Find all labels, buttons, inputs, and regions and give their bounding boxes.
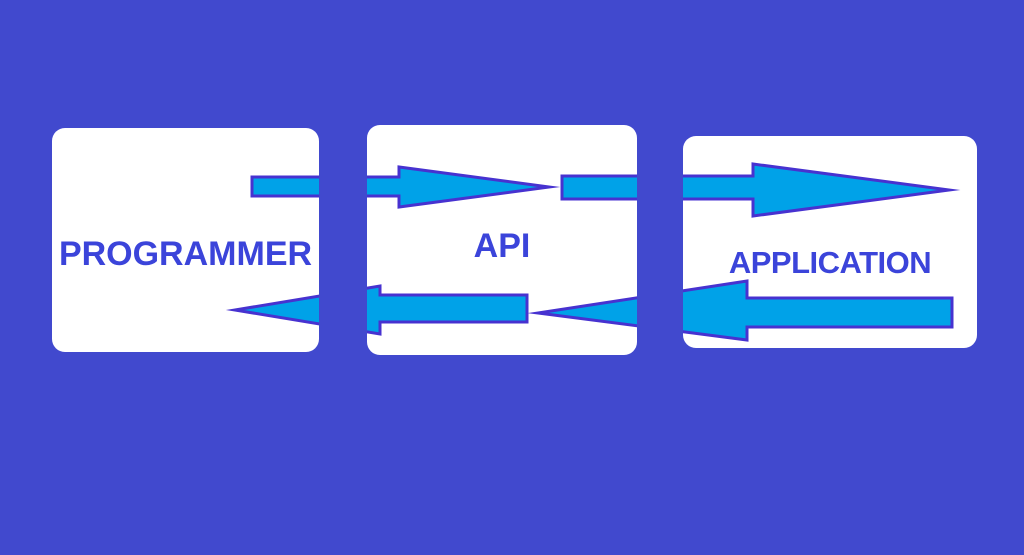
programmer-label: PROGRAMMER [58, 235, 313, 273]
application-label: APPLICATION [728, 245, 932, 280]
arrow-api-to-programmer-icon [225, 284, 529, 336]
api-label: API [473, 227, 531, 265]
